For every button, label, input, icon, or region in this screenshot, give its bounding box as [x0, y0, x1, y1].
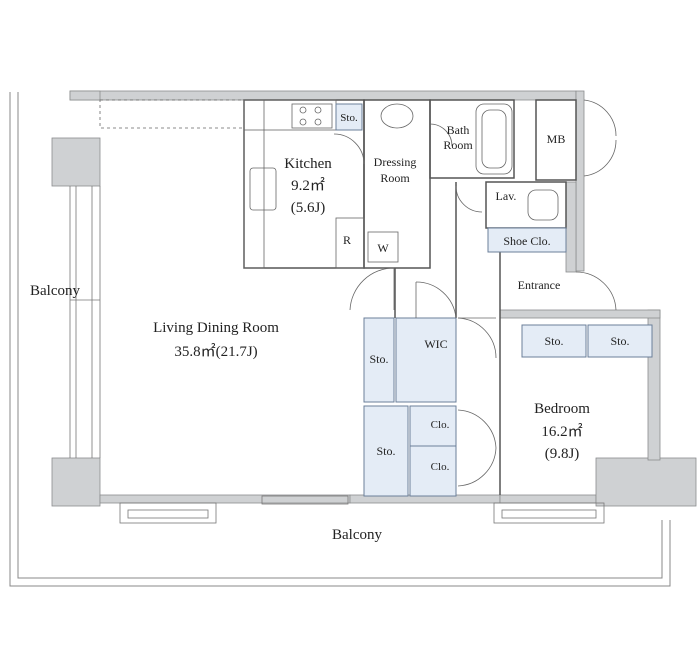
washer-label: W	[377, 241, 389, 255]
kitchen-storage	[335, 103, 363, 131]
living-room-name: Living Dining Room	[153, 320, 279, 336]
bedroom-storage-left	[521, 324, 587, 358]
refrigerator-label: R	[343, 233, 351, 247]
bedroom-storage-right	[587, 324, 653, 358]
entrance-label: Entrance	[518, 278, 561, 292]
mb-label: MB	[547, 132, 566, 146]
bath-room-line1: Bath	[447, 123, 470, 137]
balcony-left-label: Balcony	[30, 283, 80, 299]
balcony-outline	[9, 92, 671, 587]
dressing-room-line2: Room	[380, 171, 410, 185]
bedroom-storage-right-label: Sto.	[610, 334, 629, 348]
balcony-bottom-label: Balcony	[332, 527, 382, 543]
door-swings	[333, 99, 617, 487]
exterior-walls	[51, 90, 697, 507]
kitchen-storage-label: Sto.	[340, 112, 358, 124]
closet-upper	[409, 405, 457, 447]
bedroom-storage-left-label: Sto.	[544, 334, 563, 348]
bedroom-name: Bedroom	[534, 401, 590, 417]
kitchen-name: Kitchen	[284, 156, 332, 172]
closet-lower	[409, 445, 457, 497]
closet-lower-label: Clo.	[431, 461, 450, 473]
wic	[395, 317, 457, 403]
bottom-windows	[119, 495, 605, 524]
kitchen-tatami: (5.6J)	[291, 200, 326, 216]
dressing-room-line1: Dressing	[374, 155, 417, 169]
bedroom-tatami: (9.8J)	[545, 446, 580, 462]
living-room-area: 35.8㎡(21.7J)	[174, 343, 257, 360]
shoe-closet	[487, 227, 567, 253]
bath-room-line2: Room	[443, 138, 473, 152]
wic-label: WIC	[424, 337, 447, 351]
kitchen-area: 9.2㎡	[291, 177, 325, 194]
ldk-storage-lower	[363, 405, 409, 497]
ldk-storage-upper	[363, 317, 395, 403]
washer	[367, 231, 399, 263]
bath-fixtures	[380, 103, 559, 221]
lav-label: Lav.	[496, 189, 517, 203]
bedroom-area: 16.2㎡	[541, 423, 582, 440]
left-window	[69, 186, 101, 458]
shoe-closet-label: Shoe Clo.	[503, 234, 550, 248]
closet-upper-label: Clo.	[431, 419, 450, 431]
ldk-storage-lower-label: Sto.	[376, 444, 395, 458]
ldk-storage-upper-label: Sto.	[369, 352, 388, 366]
